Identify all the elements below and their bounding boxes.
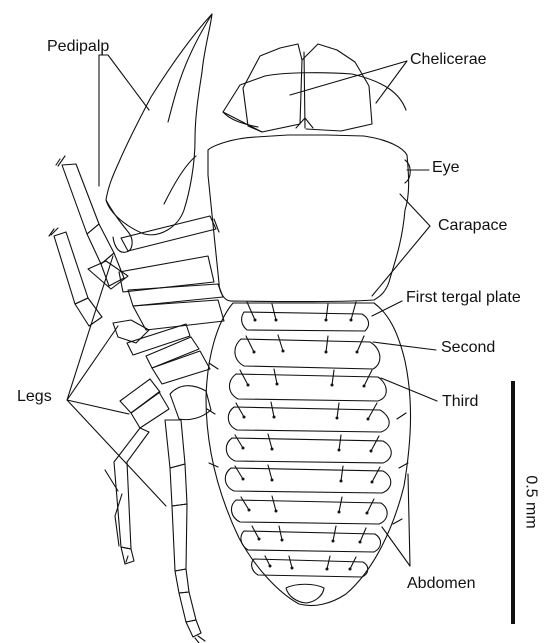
label-carapace: Carapace [438,218,507,234]
first-tergal-plate-leader [372,301,402,316]
carapace-drawing [208,135,410,302]
leader-lines [67,55,437,566]
tergal-plate-4 [228,407,389,432]
label-third: Third [442,394,478,410]
pedipalp-leader [99,55,149,186]
tergal-plate-5 [226,438,391,463]
label-legs: Legs [17,389,52,405]
abdomen-leader [382,474,410,566]
leg-2-drawing [49,228,214,326]
third-leader [381,378,437,401]
chelicerae-leader [290,61,407,103]
label-pedipalp: Pedipalp [47,39,109,55]
label-abdomen: Abdomen [407,576,476,592]
label-eye: Eye [432,160,460,176]
tergal-plate-3 [229,374,386,401]
carapace-leader [372,194,430,296]
abdomen-drawing [206,302,411,606]
pedipalp-drawing [106,14,212,252]
scale-bar-label: 0.5 mm [523,475,539,528]
leg-1-drawing [56,156,219,286]
tergal-plate-7 [231,500,387,524]
label-second: Second [441,340,495,356]
second-leader [373,342,436,350]
tergal-plate-1 [242,312,369,331]
tergal-plate-6 [225,468,390,493]
label-first-tergal-plate: First tergal plate [406,290,521,306]
abdomen-tip [286,584,324,603]
label-chelicerae: Chelicerae [410,52,486,68]
tergal-plate-2 [235,339,380,369]
leg-4-drawing [105,386,211,643]
